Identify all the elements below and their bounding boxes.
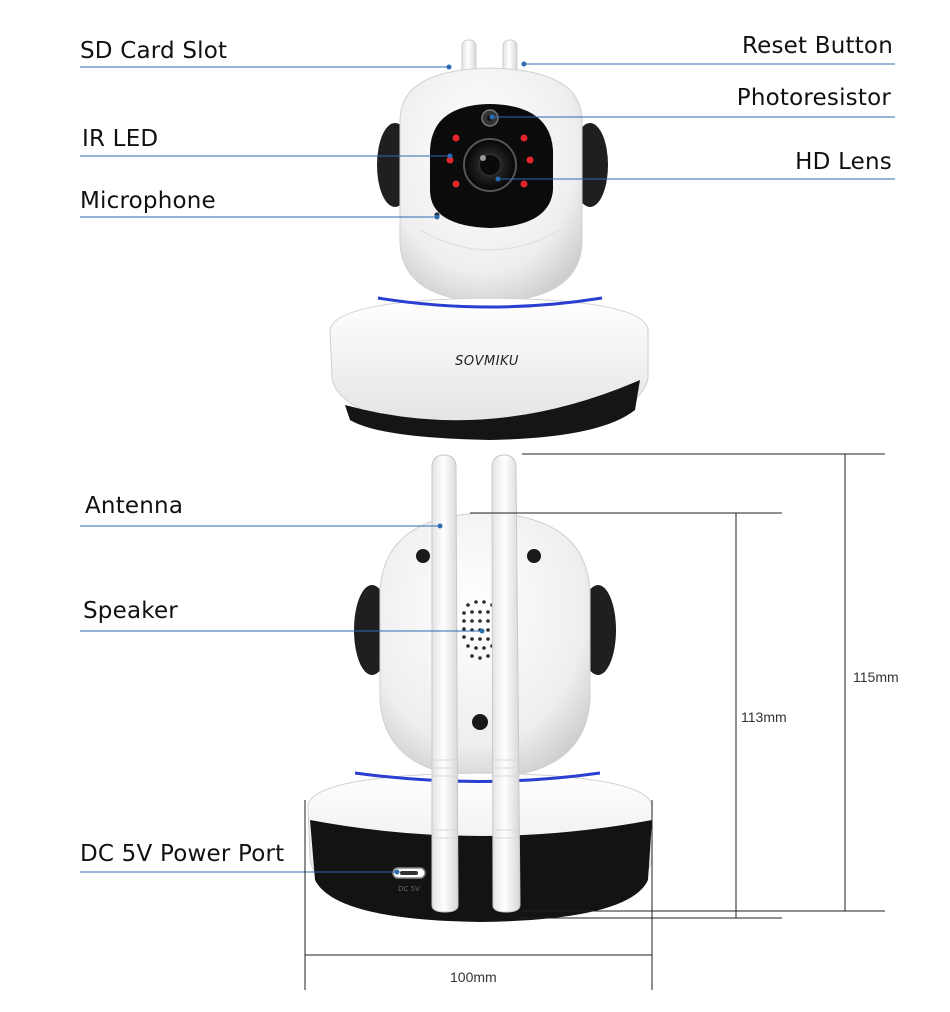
dimension-lines bbox=[304, 453, 885, 990]
label-sd-card-slot: SD Card Slot bbox=[80, 38, 228, 64]
dimension-100mm: 100mm bbox=[450, 969, 497, 985]
antenna-pair bbox=[431, 454, 521, 913]
label-dc-power-port: DC 5V Power Port bbox=[80, 841, 285, 867]
label-microphone: Microphone bbox=[80, 188, 216, 214]
label-hd-lens: HD Lens bbox=[795, 149, 892, 175]
brand-logo: SOVMIKU bbox=[455, 354, 519, 369]
camera-back-view: DC 5V bbox=[307, 454, 653, 922]
camera-front-view: SOVMIKU bbox=[329, 39, 649, 440]
ir-led-cluster bbox=[446, 134, 534, 188]
label-antenna: Antenna bbox=[85, 493, 184, 519]
dimension-113mm: 113mm bbox=[741, 709, 787, 725]
label-speaker: Speaker bbox=[83, 598, 178, 624]
label-ir-led: IR LED bbox=[82, 126, 159, 152]
label-photoresistor: Photoresistor bbox=[736, 85, 891, 111]
leader-lines bbox=[80, 61, 895, 875]
label-reset-button: Reset Button bbox=[741, 33, 893, 59]
dimension-115mm: 115mm bbox=[853, 669, 899, 685]
power-port-label: DC 5V bbox=[398, 885, 420, 893]
